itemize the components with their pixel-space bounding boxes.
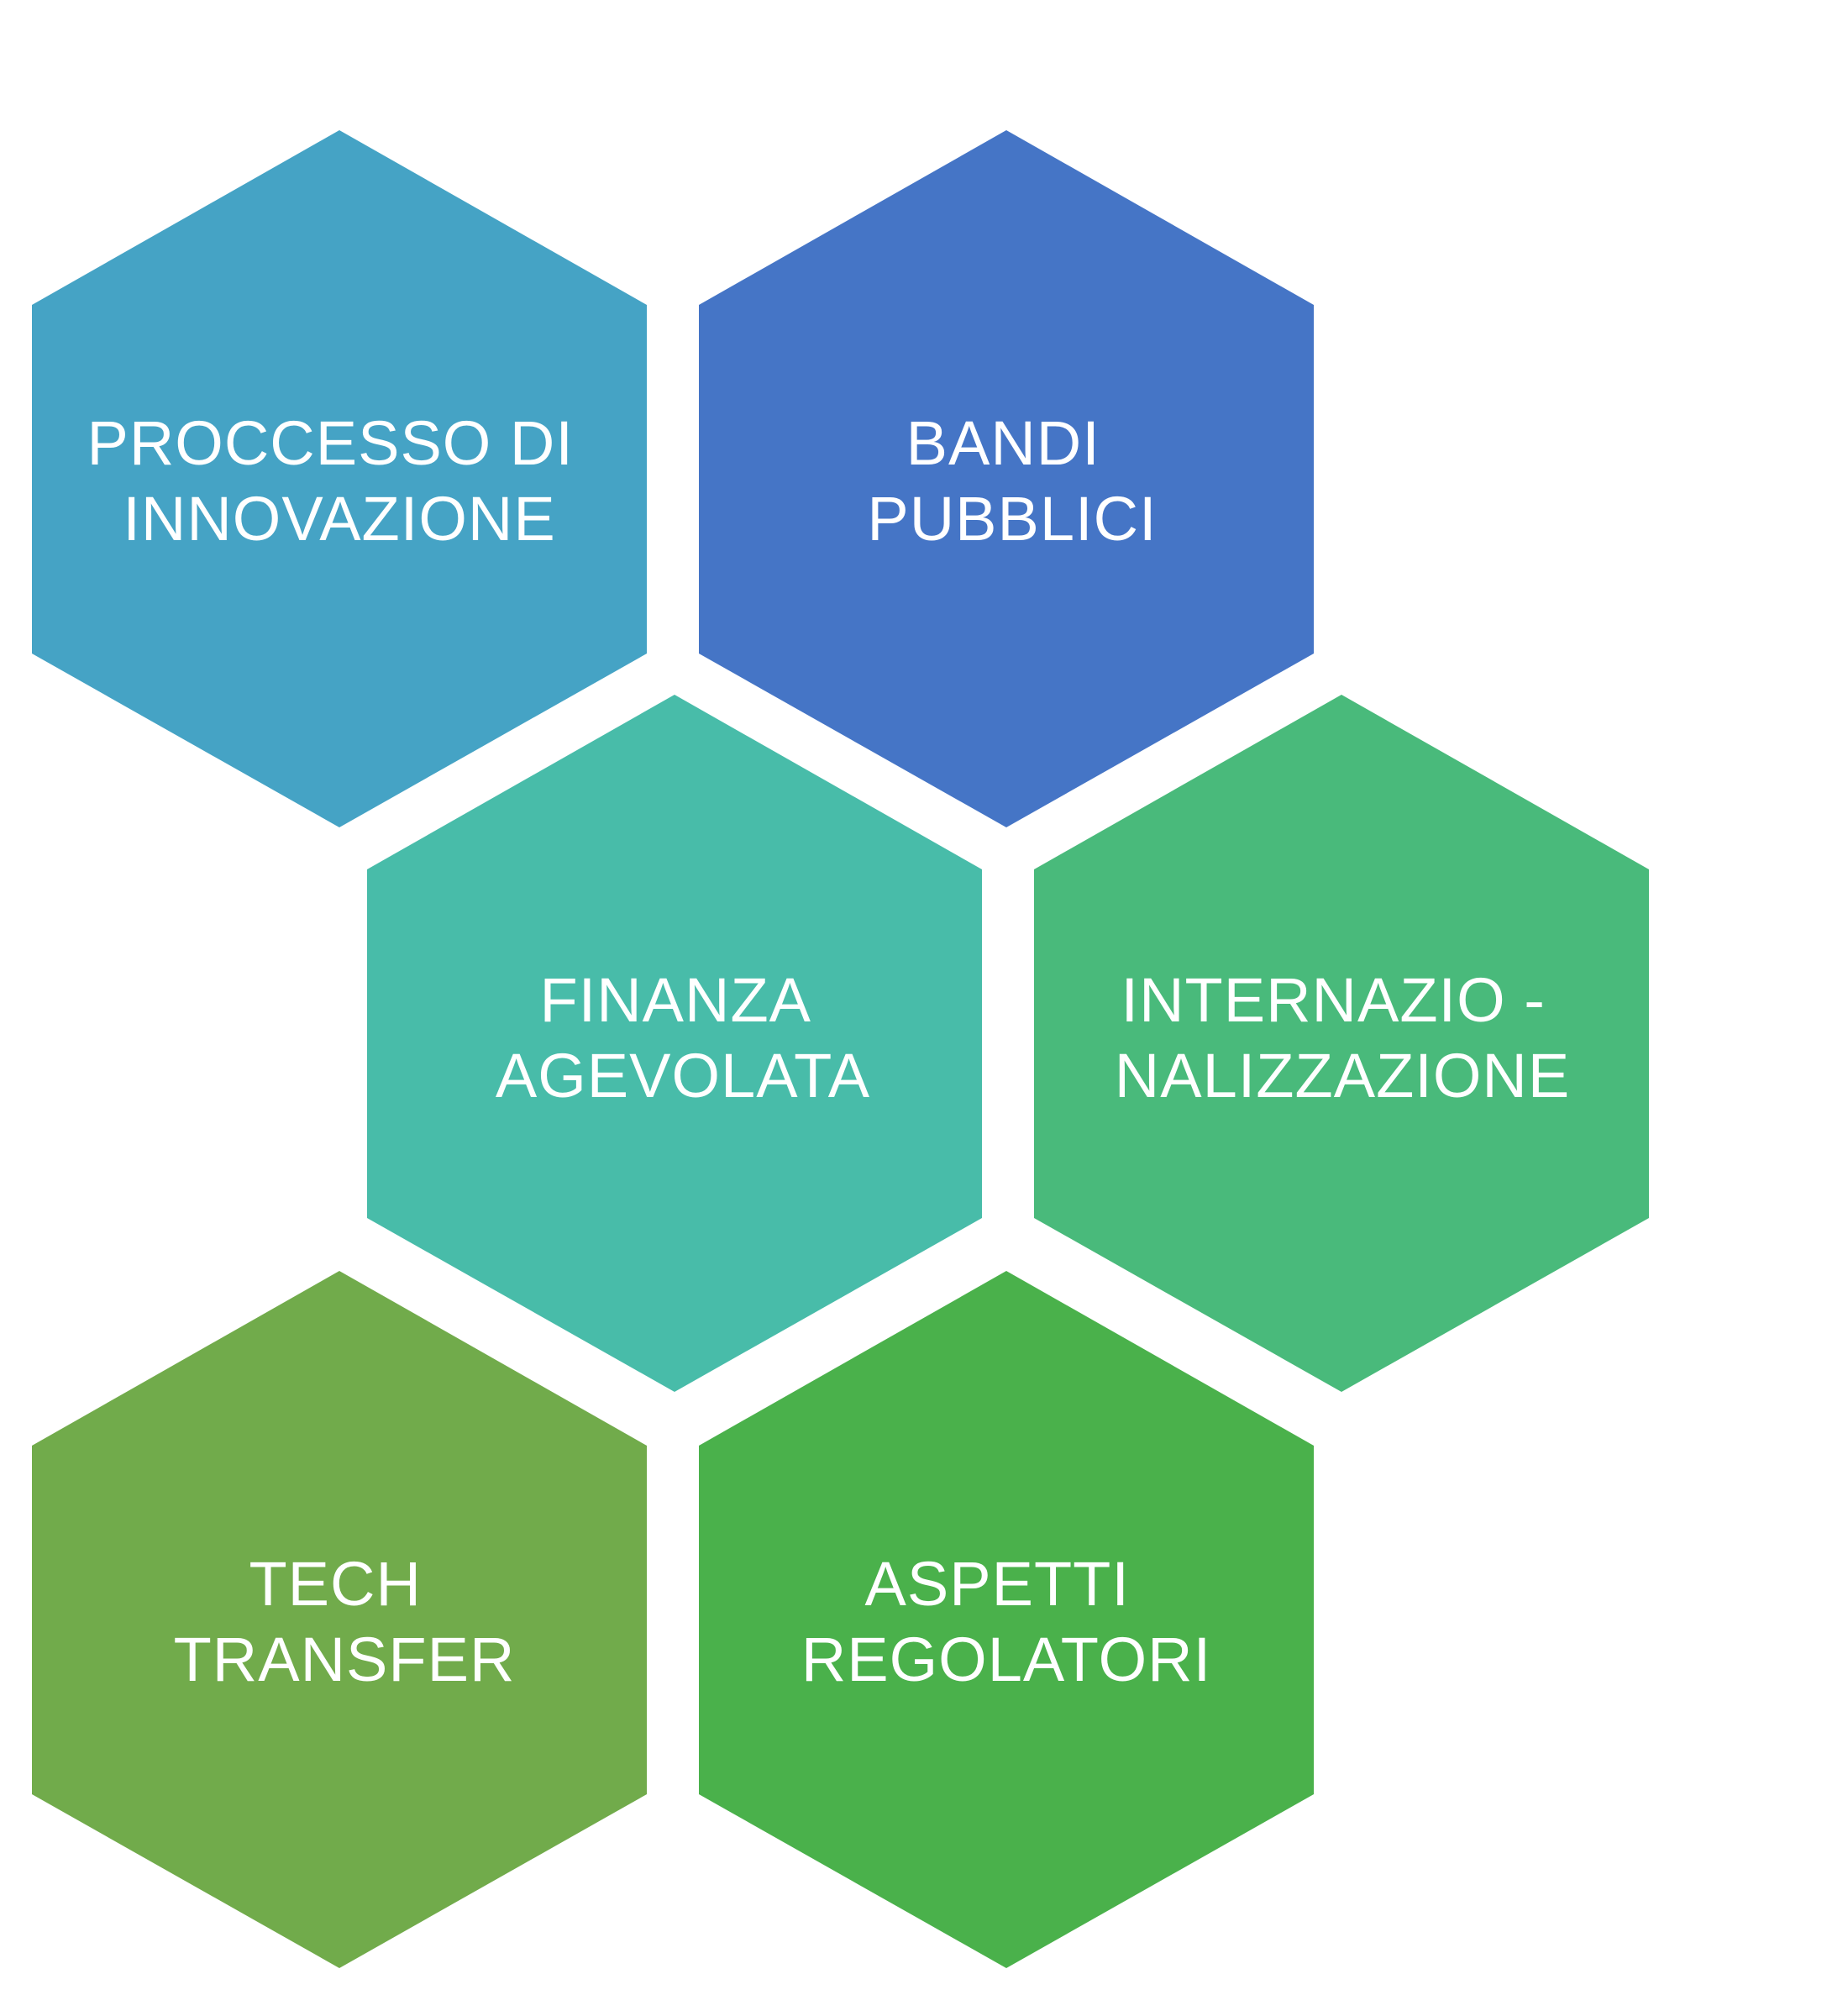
hexagon-shape [367, 695, 982, 1392]
hexagon-shape [32, 130, 647, 827]
hexagon-shape [699, 130, 1314, 827]
hexagon-shape [699, 1271, 1314, 1968]
hexagon-label: BANDI PUBBLICI [867, 408, 1157, 554]
hexagon-label: PROCCESSO DI INNOVAZIONE [87, 408, 592, 554]
hexagon-tech: TECH TRANSFER [32, 1271, 647, 1968]
hexagon-label: INTERNAZIO - NALIZZAZIONE [1115, 965, 1570, 1110]
hexagon-shape [1034, 695, 1649, 1392]
hexagon-label: ASPETTI REGOLATORI [801, 1549, 1211, 1694]
hexagon-aspetti: ASPETTI REGOLATORI [699, 1271, 1314, 1968]
hexagon-internazionalizzazione: INTERNAZIO - NALIZZAZIONE [1034, 695, 1649, 1392]
hexagon-finanza: FINANZA AGEVOLATA [367, 695, 982, 1392]
hexagon-shape [32, 1271, 647, 1968]
hexagon-proccesso: PROCCESSO DI INNOVAZIONE [32, 130, 647, 827]
hexagon-label: TECH TRANSFER [174, 1549, 516, 1694]
hexagon-bandi: BANDI PUBBLICI [699, 130, 1314, 827]
hexagon-label: FINANZA AGEVOLATA [496, 965, 870, 1110]
